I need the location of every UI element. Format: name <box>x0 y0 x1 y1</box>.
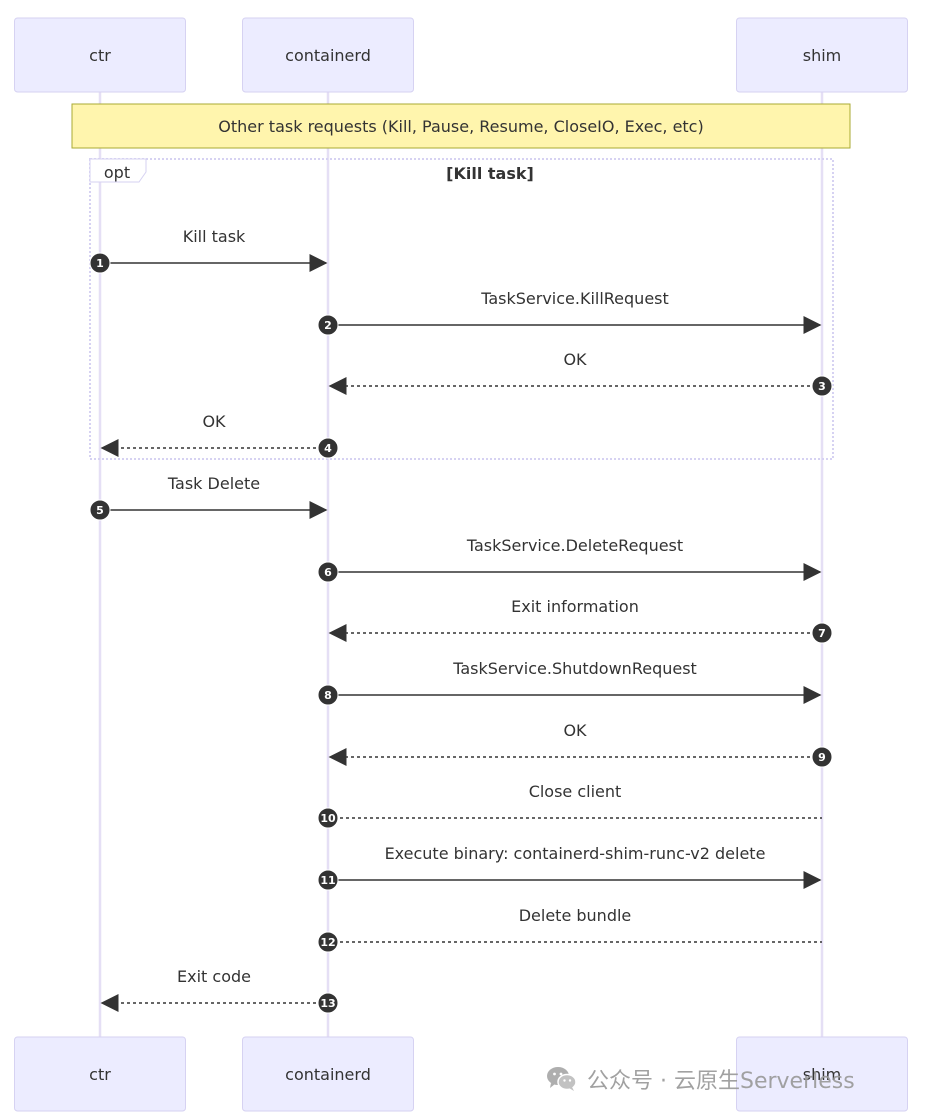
message-4: OK 4 <box>100 412 339 459</box>
sequence-number-marker <box>317 931 339 953</box>
actor-box-shim-bottom <box>736 1036 908 1112</box>
message-label: Delete bundle <box>519 906 632 925</box>
actor-label-ctr-bottom: ctr <box>89 1065 111 1084</box>
actor-box-containerd-top <box>242 17 414 93</box>
actors-bottom: ctr containerd shim <box>14 1036 908 1112</box>
sequence-number-marker <box>317 684 339 706</box>
sequence-number-marker <box>317 992 339 1014</box>
sequence-number-marker <box>317 561 339 583</box>
sequence-number: 13 <box>320 997 335 1010</box>
message-7: Exit information 7 <box>328 597 833 644</box>
actor-label-containerd-bottom: containerd <box>285 1065 371 1084</box>
sequence-number-marker <box>811 622 833 644</box>
sequence-number: 5 <box>96 504 104 517</box>
message-label: Exit information <box>511 597 639 616</box>
watermark-text: 公众号 · 云原生Serverless <box>587 1069 855 1094</box>
message-label: Execute binary: containerd-shim-runc-v2 … <box>385 844 766 863</box>
message-label: TaskService.KillRequest <box>480 289 669 308</box>
message-label: Task Delete <box>167 474 260 493</box>
sequence-number: 11 <box>320 874 335 887</box>
message-label: Close client <box>529 782 622 801</box>
actor-label-shim-top: shim <box>803 46 842 65</box>
message-3: OK 3 <box>328 350 833 397</box>
sequence-number-marker <box>317 807 339 829</box>
sequence-number: 8 <box>324 689 332 702</box>
message-label: OK <box>563 721 587 740</box>
sequence-number-marker <box>317 314 339 336</box>
opt-block: opt [Kill task] <box>89 158 834 460</box>
opt-frame <box>89 158 834 460</box>
message-11: Execute binary: containerd-shim-runc-v2 … <box>317 844 822 891</box>
message-9: OK 9 <box>328 721 833 768</box>
sequence-number: 1 <box>96 257 104 270</box>
message-8: TaskService.ShutdownRequest 8 <box>317 659 822 706</box>
sequence-number-marker <box>811 746 833 768</box>
message-label: OK <box>563 350 587 369</box>
message-2: TaskService.KillRequest 2 <box>317 289 822 336</box>
actor-box-ctr-top <box>14 17 186 93</box>
actor-label-containerd-top: containerd <box>285 46 371 65</box>
sequence-number: 9 <box>818 751 826 764</box>
message-13: Exit code 13 <box>100 967 339 1014</box>
opt-label-box <box>89 158 147 183</box>
actor-box-shim-top <box>736 17 908 93</box>
message-label: TaskService.ShutdownRequest <box>452 659 697 678</box>
opt-label: opt <box>104 163 130 182</box>
sequence-number: 6 <box>324 566 332 579</box>
message-label: OK <box>202 412 226 431</box>
message-12: Delete bundle 12 <box>317 906 822 953</box>
actor-label-ctr-top: ctr <box>89 46 111 65</box>
sequence-number-marker <box>811 375 833 397</box>
sequence-number: 3 <box>818 380 826 393</box>
note: Other task requests (Kill, Pause, Resume… <box>71 103 851 149</box>
message-10: Close client 10 <box>317 782 822 829</box>
message-6: TaskService.DeleteRequest 6 <box>317 536 822 583</box>
actors-top: ctr containerd shim <box>14 17 908 93</box>
message-5: Task Delete 5 <box>89 474 328 521</box>
messages: Kill task1TaskService.KillRequest2OK3OK4… <box>89 227 833 1014</box>
watermark: 公众号 · 云原生Serverless <box>545 1062 855 1096</box>
sequence-number: 2 <box>324 319 332 332</box>
message-label: TaskService.DeleteRequest <box>466 536 683 555</box>
actor-box-containerd-bottom <box>242 1036 414 1112</box>
sequence-number: 7 <box>818 627 826 640</box>
sequence-number-marker <box>317 869 339 891</box>
sequence-number-marker <box>89 499 111 521</box>
message-1: Kill task 1 <box>89 227 328 274</box>
message-label: Exit code <box>177 967 251 986</box>
sequence-number: 12 <box>320 936 335 949</box>
opt-title: [Kill task] <box>446 164 534 183</box>
sequence-number: 10 <box>320 812 336 825</box>
sequence-number-marker <box>89 252 111 274</box>
sequence-number: 4 <box>324 442 332 455</box>
wechat-icon <box>547 1067 577 1091</box>
note-text: Other task requests (Kill, Pause, Resume… <box>218 117 703 136</box>
actor-label-shim-bottom: shim <box>803 1065 842 1084</box>
actor-box-ctr-bottom <box>14 1036 186 1112</box>
sequence-number-marker <box>317 437 339 459</box>
note-box <box>71 103 851 149</box>
message-label: Kill task <box>183 227 246 246</box>
